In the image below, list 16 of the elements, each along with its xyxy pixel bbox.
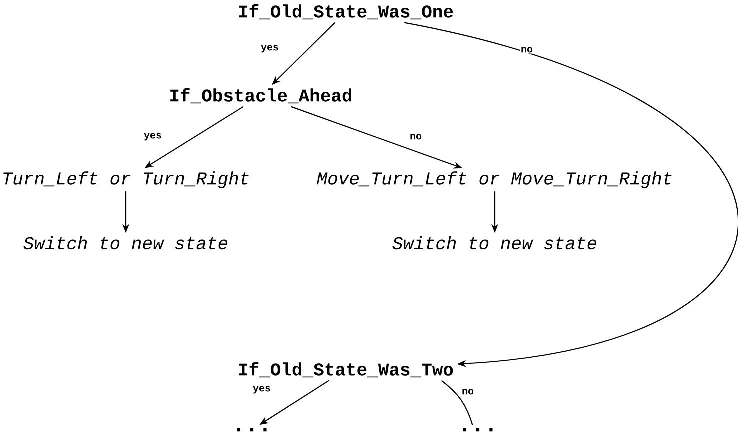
ellipsis: ...: [463, 428, 493, 432]
edge-label: no: [409, 133, 423, 141]
action-label: Switch to new state: [24, 236, 228, 250]
action-label: Move_Turn_Left or Move_Turn_Right: [316, 172, 672, 188]
action-label: Switch to new state: [392, 236, 597, 250]
action-label: Turn_Left or Turn_Right: [4, 172, 249, 188]
condition-label: If_Old_State_Was_Two: [239, 362, 454, 378]
edge-label: yes: [252, 385, 272, 395]
arrow: [404, 22, 738, 368]
condition-label: If_Obstacle_Ahead: [170, 88, 352, 104]
edge-label: no: [461, 388, 475, 396]
edge-label: no: [520, 46, 534, 54]
edge-label: yes: [260, 44, 280, 54]
ellipsis: ...: [237, 428, 267, 432]
edge-label: yes: [143, 132, 163, 142]
condition-label: If_Old_State_Was_One: [239, 4, 454, 20]
